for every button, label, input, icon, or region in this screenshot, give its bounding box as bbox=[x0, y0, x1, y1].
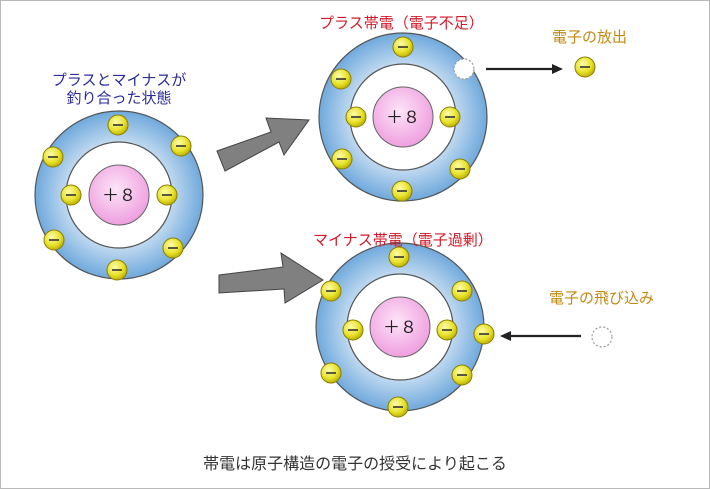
balanced-label: プラスとマイナスが 釣り合った状態 bbox=[29, 71, 209, 107]
atom-plus-charged: ＋８ bbox=[318, 32, 488, 202]
electron bbox=[436, 319, 458, 341]
electron bbox=[42, 146, 64, 168]
atom-minus-charged: ＋８ bbox=[315, 242, 485, 412]
electron bbox=[107, 114, 129, 136]
electron bbox=[43, 229, 65, 251]
plus-charged-label: プラス帯電（電子不足） bbox=[319, 14, 484, 32]
electron bbox=[473, 323, 495, 345]
emitted-electron bbox=[574, 56, 596, 78]
electron bbox=[392, 36, 414, 58]
electron bbox=[330, 68, 352, 90]
electron bbox=[106, 259, 128, 281]
nucleus-label: ＋８ bbox=[386, 108, 420, 128]
electron bbox=[451, 280, 473, 302]
electrons-layer bbox=[42, 36, 596, 418]
electron-capture-label: 電子の飛び込み bbox=[549, 289, 655, 307]
electron bbox=[331, 148, 353, 170]
incoming-electron-source bbox=[591, 326, 613, 348]
electron bbox=[342, 319, 364, 341]
electron bbox=[156, 184, 178, 206]
electron bbox=[162, 237, 184, 259]
balanced-label-line-1: プラスとマイナスが bbox=[51, 71, 187, 89]
arrow-to-minus-icon bbox=[218, 251, 324, 304]
electron bbox=[320, 362, 342, 384]
electron bbox=[345, 106, 367, 128]
balanced-label-line-2: 釣り合った状態 bbox=[66, 89, 172, 107]
nucleus bbox=[88, 164, 150, 226]
electron bbox=[170, 135, 192, 157]
electron bbox=[439, 106, 461, 128]
missing-electron-hole bbox=[453, 58, 475, 80]
emission-arrow-icon bbox=[486, 64, 563, 74]
minus-charged-label: マイナス帯電（電子過剰） bbox=[313, 231, 493, 249]
electron bbox=[391, 180, 413, 202]
electron-release-label: 電子の放出 bbox=[552, 28, 628, 46]
caption: 帯電は原子構造の電子の授受により起こる bbox=[203, 454, 507, 473]
nucleus-label: ＋８ bbox=[383, 318, 417, 338]
capture-arrow-icon bbox=[500, 331, 581, 341]
electron bbox=[449, 158, 471, 180]
electron bbox=[388, 246, 410, 268]
nucleus bbox=[372, 86, 434, 148]
nucleus bbox=[369, 296, 431, 358]
nucleus-label: ＋８ bbox=[102, 186, 136, 206]
electron bbox=[451, 364, 473, 386]
arrow-to-plus-icon bbox=[216, 117, 310, 172]
electron bbox=[60, 184, 82, 206]
electron bbox=[387, 396, 409, 418]
electron bbox=[320, 280, 342, 302]
